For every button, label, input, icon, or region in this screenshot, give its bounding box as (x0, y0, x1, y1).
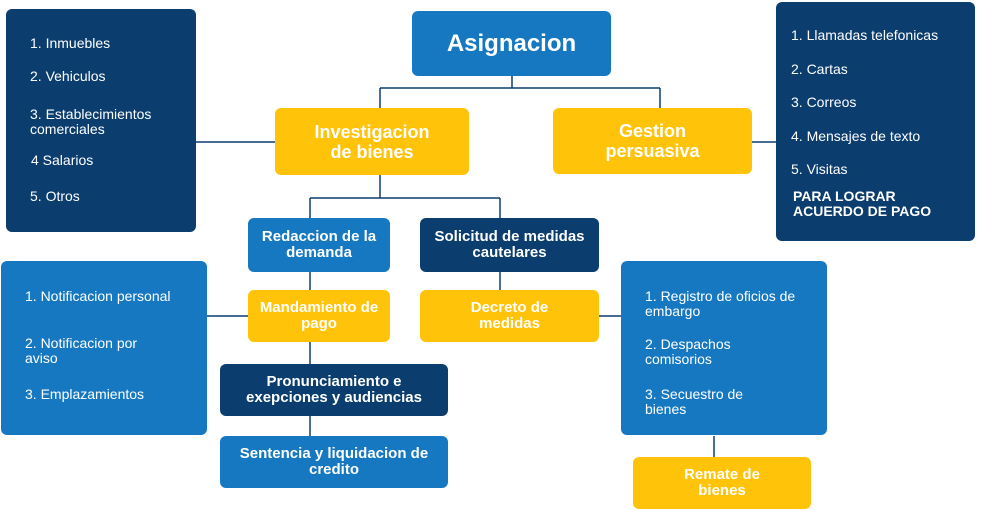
node-sentencia: Sentencia y liquidacion de credito (220, 436, 448, 488)
node-remate: Remate de bienes (633, 457, 811, 509)
node-decreto-label: Decreto de medidas (470, 299, 549, 332)
node-solicitud-label: Solicitud de medidas cautelares (434, 228, 585, 261)
bienes-item: 2. Vehiculos (30, 68, 106, 84)
gestion-item: 2. Cartas (791, 61, 848, 77)
gestion-item: 3. Correos (791, 94, 857, 110)
node-gestion-label: Gestion persuasiva (605, 121, 700, 161)
bienes-item: 3. Establecimientos comerciales (30, 106, 152, 137)
node-redaccion: Redaccion de la demanda (248, 218, 390, 272)
node-pronunciamiento: Pronunciamiento e exepciones y audiencia… (220, 364, 448, 416)
embargo-item: 3. Secuestro de bienes (645, 386, 744, 417)
node-investigacion-label: Investigacion de bienes (314, 121, 430, 162)
node-asignacion-label: Asignacion (446, 29, 577, 57)
node-mandamiento: Mandamiento de pago (248, 290, 390, 342)
gestion-note: PARA LOGRAR ACUERDO DE PAGO (793, 188, 932, 219)
notificacion-item: 3. Emplazamientos (25, 386, 145, 402)
node-gestion: Gestion persuasiva (553, 108, 752, 174)
node-remate-label: Remate de bienes (684, 466, 760, 499)
gestion-item: 1. Llamadas telefonicas (791, 27, 939, 43)
node-redaccion-label: Redaccion de la demanda (261, 228, 377, 261)
node-mandamiento-label: Mandamiento de pago (259, 299, 379, 332)
bienes-list: 1. Inmuebles 2. Vehiculos 3. Establecimi… (6, 9, 196, 232)
notificacion-list: 1. Notificacion personal 2. Notificacion… (1, 261, 207, 435)
gestion-list: 1. Llamadas telefonicas 2. Cartas 3. Cor… (776, 2, 975, 241)
node-sentencia-label: Sentencia y liquidacion de credito (239, 445, 429, 478)
bienes-item: 4 Salarios (31, 152, 94, 168)
notificacion-item: 1. Notificacion personal (25, 288, 171, 304)
embargo-item: 2. Despachos comisorios (645, 336, 731, 367)
node-asignacion: Asignacion (412, 11, 611, 76)
node-decreto: Decreto de medidas (420, 290, 599, 342)
node-pronunciamiento-label: Pronunciamiento e exepciones y audiencia… (246, 373, 422, 406)
node-investigacion: Investigacion de bienes (275, 108, 469, 175)
bienes-item: 5. Otros (30, 188, 80, 204)
embargo-list: 1. Registro de oficios de embargo 2. Des… (621, 261, 827, 435)
node-solicitud: Solicitud de medidas cautelares (420, 218, 599, 272)
embargo-item: 1. Registro de oficios de embargo (645, 288, 796, 319)
notificacion-item: 2. Notificacion por aviso (25, 335, 138, 366)
gestion-item: 4. Mensajes de texto (791, 128, 921, 144)
bienes-item: 1. Inmuebles (30, 35, 111, 51)
gestion-item: 5. Visitas (791, 161, 848, 177)
